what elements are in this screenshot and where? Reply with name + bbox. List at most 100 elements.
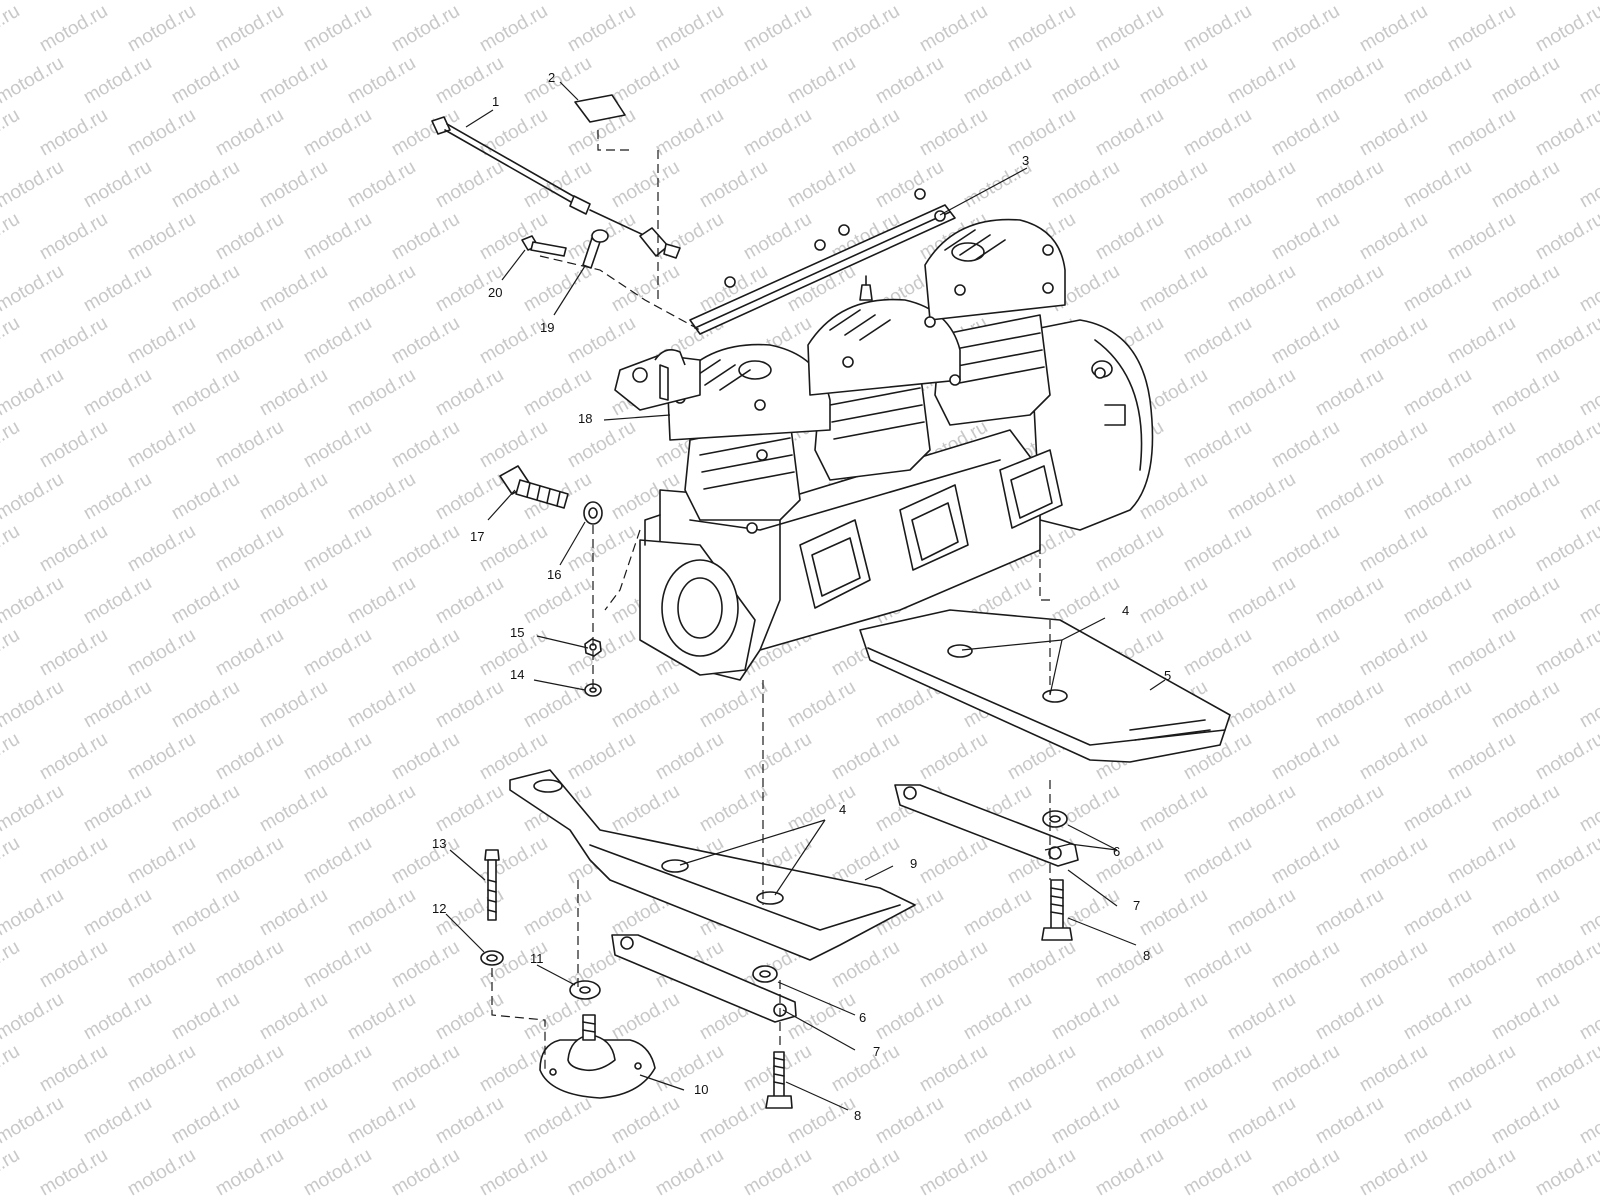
watermark-text: motod.ru xyxy=(1356,417,1431,473)
watermark-text: motod.ru xyxy=(1356,1145,1431,1200)
watermark-text: motod.ru xyxy=(124,729,199,785)
watermark-text: motod.ru xyxy=(0,209,23,265)
watermark-text: motod.ru xyxy=(344,157,419,213)
watermark-text: motod.ru xyxy=(1004,937,1079,993)
watermark-text: motod.ru xyxy=(1092,1,1167,57)
watermark-text: motod.ru xyxy=(388,625,463,681)
watermark-text: motod.ru xyxy=(1180,313,1255,369)
watermark-text: motod.ru xyxy=(1576,157,1600,213)
watermark-text: motod.ru xyxy=(1532,729,1600,785)
watermark-text: motod.ru xyxy=(564,313,639,369)
watermark-text: motod.ru xyxy=(476,521,551,577)
watermark-text: motod.ru xyxy=(1532,833,1600,889)
callout-1: 1 xyxy=(492,94,499,109)
watermark-text: motod.ru xyxy=(1576,989,1600,1045)
callout-17: 17 xyxy=(470,529,484,544)
watermark-text: motod.ru xyxy=(124,1,199,57)
watermark-text: motod.ru xyxy=(1444,313,1519,369)
watermark-text: motod.ru xyxy=(696,53,771,109)
watermark-text: motod.ru xyxy=(168,677,243,733)
watermark-text: motod.ru xyxy=(652,1,727,57)
watermark-text: motod.ru xyxy=(80,261,155,317)
watermark-text: motod.ru xyxy=(1224,261,1299,317)
watermark-text: motod.ru xyxy=(1312,261,1387,317)
watermark-text: motod.ru xyxy=(212,1,287,57)
watermark-text: motod.ru xyxy=(1576,573,1600,629)
watermark-text: motod.ru xyxy=(36,729,111,785)
watermark-text: motod.ru xyxy=(0,469,67,525)
watermark-text: motod.ru xyxy=(80,1093,155,1149)
watermark-text: motod.ru xyxy=(1224,677,1299,733)
watermark-text: motod.ru xyxy=(1224,0,1299,4)
watermark-text: motod.ru xyxy=(256,157,331,213)
callout-5: 5 xyxy=(1164,668,1171,683)
callout-12: 12 xyxy=(432,901,446,916)
watermark-text: motod.ru xyxy=(1400,781,1475,837)
watermark-text: motod.ru xyxy=(168,469,243,525)
watermark-text: motod.ru xyxy=(1532,521,1600,577)
watermark-text: motod.ru xyxy=(872,1093,947,1149)
watermark-text: motod.ru xyxy=(1268,105,1343,161)
watermark-text: motod.ru xyxy=(916,1145,991,1200)
watermark-text: motod.ru xyxy=(1004,1,1079,57)
watermark-text: motod.ru xyxy=(1224,989,1299,1045)
watermark-text: motod.ru xyxy=(432,1093,507,1149)
watermark-text: motod.ru xyxy=(1224,573,1299,629)
watermark-text: motod.ru xyxy=(80,365,155,421)
watermark-text: motod.ru xyxy=(1136,53,1211,109)
watermark-text: motod.ru xyxy=(1444,209,1519,265)
watermark-text: motod.ru xyxy=(1488,573,1563,629)
watermark-text: motod.ru xyxy=(0,625,23,681)
watermark-text: motod.ru xyxy=(1356,833,1431,889)
watermark-text: motod.ru xyxy=(124,521,199,577)
watermark-text: motod.ru xyxy=(432,781,507,837)
watermark-text: motod.ru xyxy=(652,729,727,785)
watermark-text: motod.ru xyxy=(1400,677,1475,733)
watermark-text: motod.ru xyxy=(300,729,375,785)
part-9-mount-plate xyxy=(509,769,916,961)
watermark-text: motod.ru xyxy=(696,781,771,837)
watermark-text: motod.ru xyxy=(0,989,67,1045)
watermark-text: motod.ru xyxy=(1400,0,1475,4)
watermark-text: motod.ru xyxy=(740,105,815,161)
watermark-text: motod.ru xyxy=(784,0,859,4)
watermark-text: motod.ru xyxy=(960,989,1035,1045)
watermark-text: motod.ru xyxy=(1048,989,1123,1045)
watermark-text: motod.ru xyxy=(124,1145,199,1200)
engine-block xyxy=(614,188,1154,681)
watermark-text: motod.ru xyxy=(520,0,595,4)
watermark-text: motod.ru xyxy=(36,417,111,473)
watermark-text: motod.ru xyxy=(1136,1093,1211,1149)
watermark-text: motod.ru xyxy=(1356,1041,1431,1097)
callout-20: 20 xyxy=(488,285,502,300)
watermark-text: motod.ru xyxy=(36,937,111,993)
watermark-text: motod.ru xyxy=(124,105,199,161)
watermark-text: motod.ru xyxy=(300,1,375,57)
watermark-text: motod.ru xyxy=(124,625,199,681)
part-2-decal xyxy=(574,94,626,123)
watermark-text: motod.ru xyxy=(388,313,463,369)
watermark-text: motod.ru xyxy=(1488,365,1563,421)
watermark-text: motod.ru xyxy=(1092,1145,1167,1200)
watermark-text: motod.ru xyxy=(36,1145,111,1200)
watermark-text: motod.ru xyxy=(960,1093,1035,1149)
callout-10: 10 xyxy=(694,1082,708,1097)
watermark-text: motod.ru xyxy=(1180,625,1255,681)
watermark-text: motod.ru xyxy=(1576,365,1600,421)
watermark-text: motod.ru xyxy=(1136,885,1211,941)
watermark-text: motod.ru xyxy=(1444,729,1519,785)
watermark-text: motod.ru xyxy=(256,469,331,525)
watermark-text: motod.ru xyxy=(388,417,463,473)
watermark-text: motod.ru xyxy=(1576,0,1600,4)
watermark-text: motod.ru xyxy=(344,0,419,4)
watermark-text: motod.ru xyxy=(344,885,419,941)
watermark-text: motod.ru xyxy=(1136,0,1211,4)
callout-15: 15 xyxy=(510,625,524,640)
watermark-text: motod.ru xyxy=(0,781,67,837)
watermark-text: motod.ru xyxy=(1532,625,1600,681)
watermark-text: motod.ru xyxy=(36,1,111,57)
watermark-text: motod.ru xyxy=(168,261,243,317)
watermark-text: motod.ru xyxy=(80,781,155,837)
watermark-text: motod.ru xyxy=(124,209,199,265)
watermark-text: motod.ru xyxy=(1444,1041,1519,1097)
